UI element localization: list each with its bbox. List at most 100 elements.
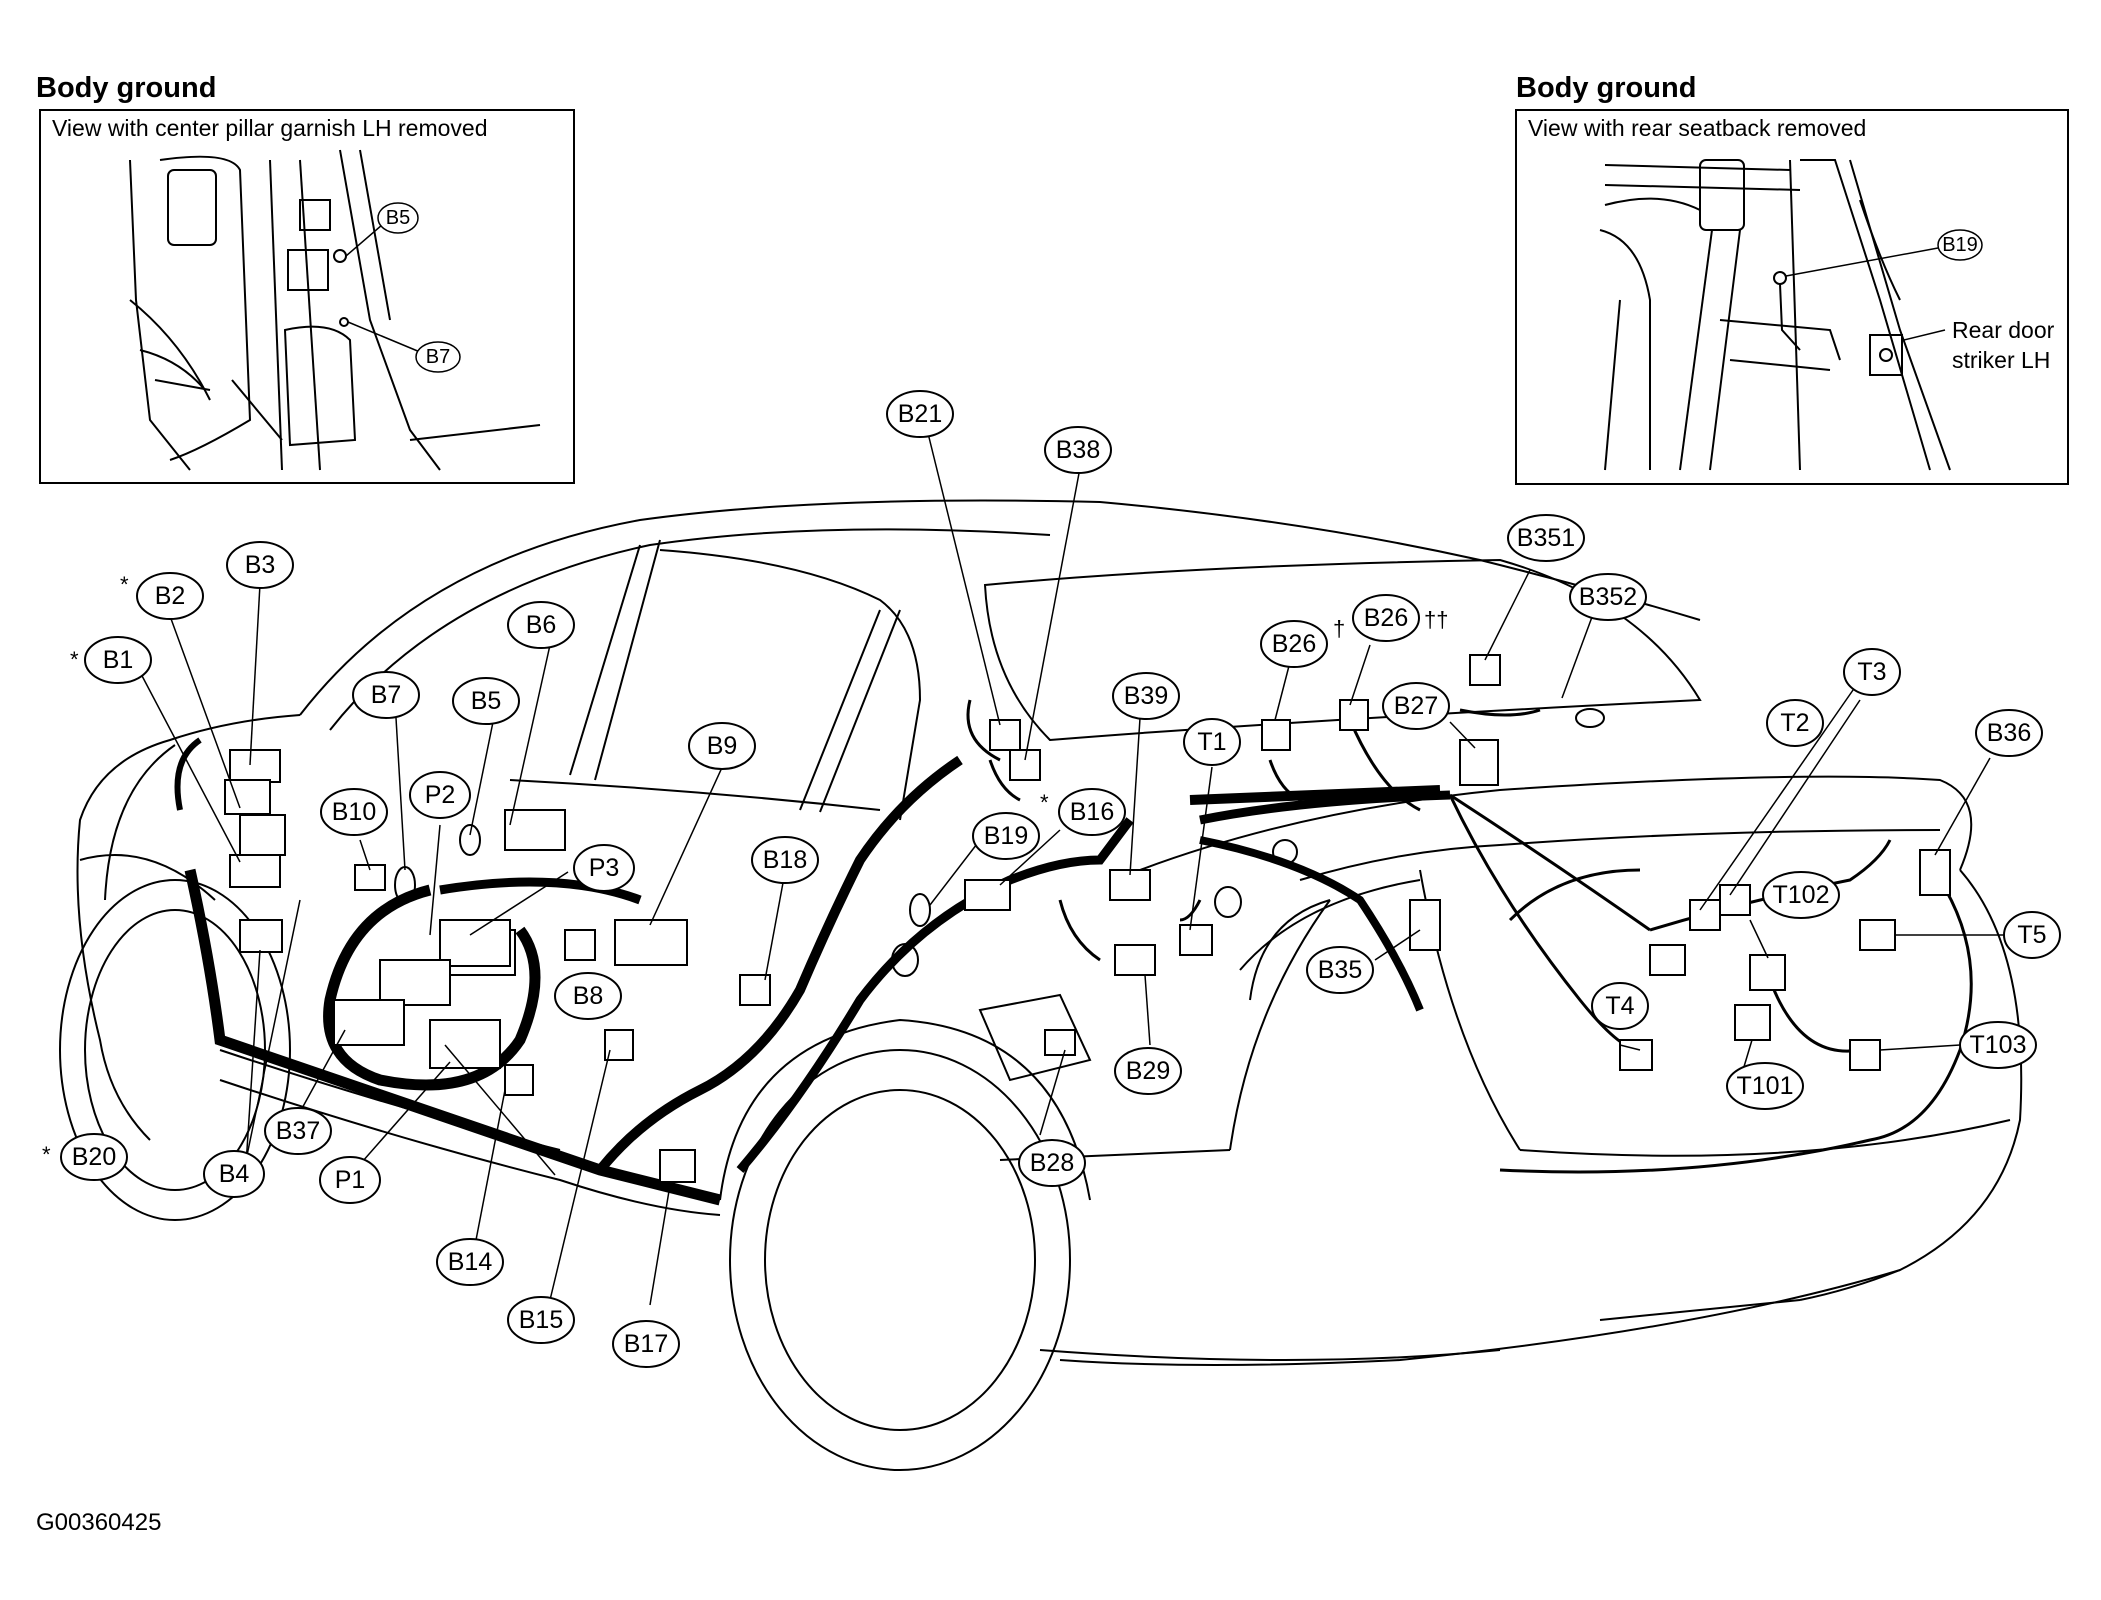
callout-B37: B37: [264, 1107, 332, 1155]
callout-B35: B35: [1306, 946, 1374, 994]
callout-P2: P2: [409, 771, 471, 819]
connector-shapes: [224, 654, 1951, 1183]
svg-text:B17: B17: [624, 1330, 668, 1358]
connector-B37: [333, 999, 405, 1046]
callout-B6: B6: [507, 601, 575, 649]
callout-T102: T102: [1762, 871, 1840, 919]
footnote-marks: * * * * † ††: [42, 572, 1448, 1167]
connector-B36: [1919, 849, 1951, 896]
svg-text:B27: B27: [1394, 692, 1438, 720]
svg-text:B35: B35: [1318, 956, 1362, 984]
callout-B29: B29: [1114, 1047, 1182, 1095]
star-mark-B16: *: [1040, 790, 1049, 815]
dagger-mark-B26: †: [1333, 616, 1345, 641]
callout-B19: B19: [972, 812, 1040, 860]
svg-text:P1: P1: [335, 1166, 366, 1194]
svg-text:B8: B8: [573, 982, 604, 1010]
left-panel-caption: View with center pillar garnish LH remov…: [52, 115, 488, 141]
callout-B17: B17: [612, 1320, 680, 1368]
callout-B27: B27: [1382, 682, 1450, 730]
star-mark-B2: *: [120, 572, 129, 597]
leader-lines: [139, 412, 2005, 1306]
svg-text:B26: B26: [1364, 604, 1408, 632]
connector-B16: [964, 879, 1011, 911]
callout-B39: B39: [1112, 672, 1180, 720]
svg-text:T2: T2: [1780, 709, 1809, 737]
svg-text:B38: B38: [1056, 436, 1100, 464]
callout-P1: P1: [319, 1156, 381, 1204]
double-dagger-mark-B26: ††: [1424, 607, 1448, 632]
svg-text:T5: T5: [2017, 921, 2046, 949]
callout-T4: T4: [1591, 982, 1649, 1030]
svg-text:B351: B351: [1517, 524, 1575, 552]
callout-B8: B8: [554, 972, 622, 1020]
figure-id: G00360425: [36, 1509, 161, 1536]
callout-B26a: B26: [1260, 620, 1328, 668]
connector-B3: [229, 749, 281, 783]
connector-B9: [614, 919, 688, 966]
callout-T1: T1: [1183, 718, 1241, 766]
connector-B39: [1109, 869, 1151, 901]
callout-B21: B21: [886, 390, 954, 438]
svg-text:B37: B37: [276, 1117, 320, 1145]
svg-text:B36: B36: [1987, 719, 2031, 747]
callout-B1: B1: [84, 636, 152, 684]
svg-text:B21: B21: [898, 400, 942, 428]
callout-T5: T5: [2003, 911, 2061, 959]
callout-T103: T103: [1959, 1021, 2037, 1069]
callout-B26b: B26: [1352, 594, 1420, 642]
left-inset-panel: Body ground View with center pillar garn…: [36, 72, 575, 484]
callout-B351: B351: [1507, 514, 1585, 562]
callout-B38: B38: [1044, 426, 1112, 474]
svg-text:B39: B39: [1124, 682, 1168, 710]
svg-text:T102: T102: [1773, 881, 1830, 909]
callout-B7-inset: B7: [426, 346, 450, 368]
svg-text:B14: B14: [448, 1248, 493, 1276]
svg-text:B7: B7: [371, 681, 402, 709]
svg-text:B29: B29: [1126, 1057, 1170, 1085]
callout-T101: T101: [1726, 1062, 1804, 1110]
svg-text:B18: B18: [763, 846, 807, 874]
svg-text:B20: B20: [72, 1143, 116, 1171]
svg-text:B2: B2: [155, 582, 186, 610]
star-mark-B20: *: [42, 1142, 51, 1167]
svg-text:B16: B16: [1070, 798, 1114, 826]
rear-seatback-sketch: [1599, 159, 1951, 471]
svg-text:B15: B15: [519, 1306, 563, 1334]
callout-B16: B16: [1058, 788, 1126, 836]
right-inset-panel: Body ground View with rear seatback remo…: [1515, 72, 2069, 485]
svg-text:B5: B5: [471, 687, 502, 715]
svg-text:T103: T103: [1970, 1031, 2027, 1059]
svg-text:P3: P3: [589, 854, 620, 882]
svg-text:P2: P2: [425, 781, 456, 809]
callout-B4: B4: [203, 1150, 265, 1198]
svg-text:T1: T1: [1197, 728, 1226, 756]
svg-text:T3: T3: [1857, 658, 1886, 686]
callout-B36: B36: [1975, 709, 2043, 757]
callout-B9: B9: [688, 722, 756, 770]
right-panel-title: Body ground: [1516, 72, 1696, 104]
callout-B352: B352: [1569, 573, 1647, 621]
callout-B20: B20: [60, 1133, 128, 1181]
callout-B10: B10: [320, 788, 388, 836]
rear-door-striker-label-2: striker LH: [1952, 347, 2050, 373]
connector-B29: [1114, 944, 1156, 976]
connector-B35: [1409, 899, 1441, 951]
callout-B18: B18: [751, 836, 819, 884]
callout-B2: B2: [136, 572, 204, 620]
callout-B3: B3: [226, 541, 294, 589]
connector-B27: [1459, 739, 1499, 786]
callout-B28: B28: [1018, 1139, 1086, 1187]
star-mark-B1: *: [70, 647, 79, 672]
svg-text:B9: B9: [707, 732, 738, 760]
callout-B14: B14: [436, 1238, 504, 1286]
callout-bubbles: B1 B2 B3 B6 B7 B5 B10 P2: [60, 390, 2061, 1368]
car-body-outline: [59, 499, 2023, 1471]
right-panel-caption: View with rear seatback removed: [1528, 115, 1866, 141]
svg-text:B352: B352: [1579, 583, 1637, 611]
callout-P3: P3: [573, 844, 635, 892]
callout-T3: T3: [1843, 648, 1901, 696]
callout-B5-inset: B5: [386, 207, 410, 229]
svg-text:B10: B10: [332, 798, 376, 826]
